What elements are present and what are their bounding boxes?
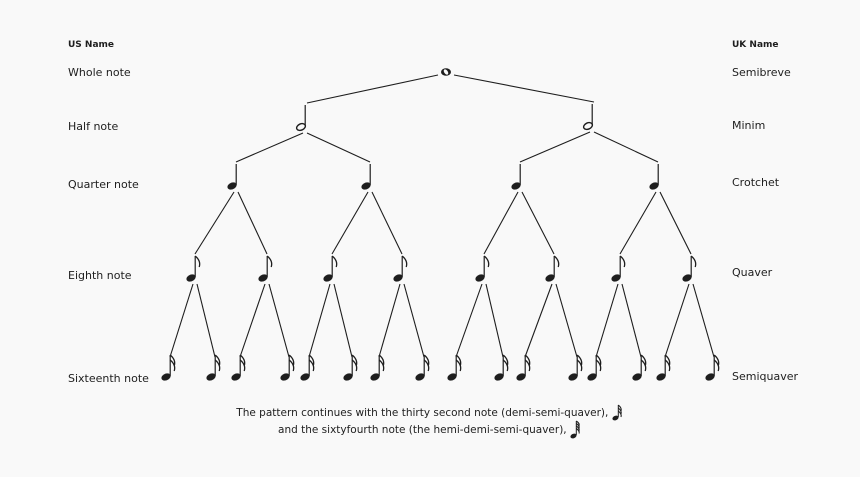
uk-label-semiquaver: Semiquaver xyxy=(732,370,799,383)
eighth-note-icon xyxy=(393,255,408,282)
connector-line xyxy=(237,191,268,255)
sixteenth-note-icon xyxy=(415,354,430,381)
us-label-whole: Whole note xyxy=(68,66,131,79)
uk-label-minim: Minim xyxy=(732,119,766,132)
connector-line xyxy=(524,283,553,358)
sixteenth-note-icon xyxy=(494,354,509,381)
connector-line xyxy=(659,191,692,255)
connector-line xyxy=(692,283,715,358)
half-note-icon xyxy=(582,104,594,131)
connector-line xyxy=(555,283,578,358)
connector-line xyxy=(235,132,304,163)
connector-line xyxy=(196,283,216,358)
connector-line xyxy=(308,283,331,358)
eighth-note-icon xyxy=(611,255,626,282)
connector-line xyxy=(595,283,619,358)
connector-line xyxy=(619,191,657,255)
connector-line xyxy=(521,191,555,255)
connector-line xyxy=(403,283,425,358)
eighth-note-icon xyxy=(475,255,490,282)
eighth-note-icon xyxy=(545,255,560,282)
connector-line xyxy=(306,74,439,104)
sixteenth-note-icon xyxy=(568,354,583,381)
tree-connectors xyxy=(169,74,715,358)
sixteenth-note-icon xyxy=(516,354,531,381)
thirty-second-note-icon xyxy=(612,404,622,421)
eighth-note-icon xyxy=(323,255,338,282)
connector-line xyxy=(593,131,659,163)
us-label-eighth: Eighth note xyxy=(68,269,132,282)
connector-line xyxy=(239,283,266,358)
whole-note-icon xyxy=(441,68,451,76)
us-label-quarter: Quarter note xyxy=(68,178,139,191)
us-label-sixteenth: Sixteenth note xyxy=(68,372,149,385)
eighth-note-icon xyxy=(682,255,697,282)
notes xyxy=(161,68,720,381)
eighth-note-icon xyxy=(258,255,273,282)
connector-line xyxy=(621,283,642,358)
us-name-header: US Name xyxy=(68,40,115,50)
connector-line xyxy=(519,131,591,163)
uk-label-semibreve: Semibreve xyxy=(732,66,791,79)
eighth-note-icon xyxy=(186,255,201,282)
connector-line xyxy=(333,283,353,358)
connector-line xyxy=(371,191,403,255)
footer-text-1: The pattern continues with the thirty se… xyxy=(236,407,609,419)
connector-line xyxy=(378,283,401,358)
sixteenth-note-icon xyxy=(300,354,315,381)
footer-line-2: and the sixtyfourth note (the hemi-demi-… xyxy=(200,420,660,440)
quarter-note-icon xyxy=(649,164,659,190)
sixteenth-note-icon xyxy=(343,354,358,381)
connector-line xyxy=(169,283,194,358)
connector-line xyxy=(483,191,519,255)
uk-label-quaver: Quaver xyxy=(732,266,773,279)
sixteenth-note-icon xyxy=(632,354,647,381)
us-label-half: Half note xyxy=(68,120,119,133)
connector-line xyxy=(194,191,235,255)
sixteenth-note-icon xyxy=(161,354,176,381)
sixteenth-note-icon xyxy=(587,354,602,381)
connector-line xyxy=(331,191,369,255)
sixteenth-note-icon xyxy=(705,354,720,381)
uk-label-crotchet: Crotchet xyxy=(732,176,780,189)
sixteenth-note-icon xyxy=(206,354,221,381)
sixty-fourth-note-icon xyxy=(570,420,580,439)
footer-line-1: The pattern continues with the thirty se… xyxy=(200,404,660,422)
connector-line xyxy=(268,283,290,358)
footer-text-2: and the sixtyfourth note (the hemi-demi-… xyxy=(278,424,567,436)
half-note-icon xyxy=(295,105,307,132)
connector-line xyxy=(664,283,690,358)
connector-line xyxy=(453,74,595,103)
connector-line xyxy=(485,283,504,358)
sixteenth-note-icon xyxy=(447,354,462,381)
sixteenth-note-icon xyxy=(280,354,295,381)
connector-line xyxy=(306,132,371,163)
sixteenth-note-icon xyxy=(231,354,246,381)
connector-line xyxy=(455,283,483,358)
sixteenth-note-icon xyxy=(370,354,385,381)
quarter-note-icon xyxy=(361,164,371,190)
sixteenth-note-icon xyxy=(656,354,671,381)
quarter-note-icon xyxy=(511,164,521,190)
quarter-note-icon xyxy=(227,164,237,190)
uk-name-header: UK Name xyxy=(732,40,779,50)
